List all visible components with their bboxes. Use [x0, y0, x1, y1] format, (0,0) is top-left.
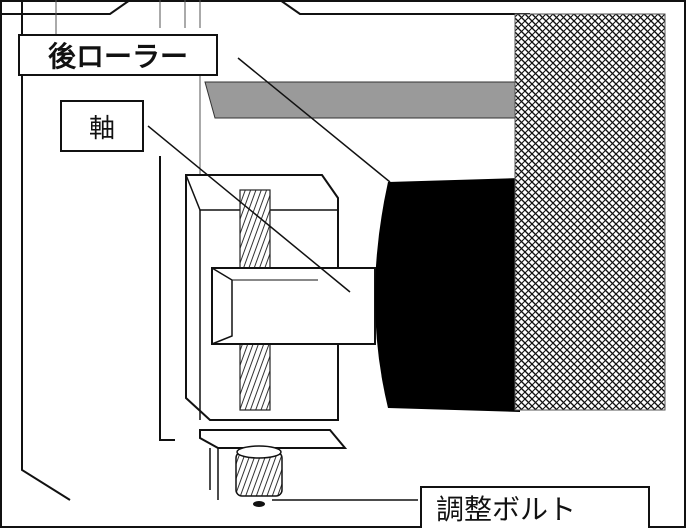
foot-plate-legs	[209, 448, 219, 500]
frame-inner-vertical	[159, 156, 175, 441]
rear-roller	[375, 178, 520, 412]
frame-left-edge	[21, 0, 71, 501]
label-adjusting-bolt: 調整ボルト	[420, 486, 650, 528]
top-bracket-left	[0, 0, 131, 15]
leader-line-rear-roller	[237, 57, 391, 183]
brush-roll	[514, 13, 666, 411]
bolt-head-top	[236, 445, 282, 459]
shaft-end	[211, 267, 233, 345]
shaft	[211, 267, 376, 345]
label-shaft: 軸	[60, 100, 144, 152]
foot-plate	[199, 429, 348, 449]
leader-line-shaft	[147, 125, 351, 293]
grey-bar	[204, 81, 521, 119]
bolt-hole	[253, 501, 265, 507]
top-bracket-right	[279, 0, 530, 15]
frame-post-lines	[184, 0, 201, 28]
label-rear-roller: 後ローラー	[18, 34, 218, 76]
